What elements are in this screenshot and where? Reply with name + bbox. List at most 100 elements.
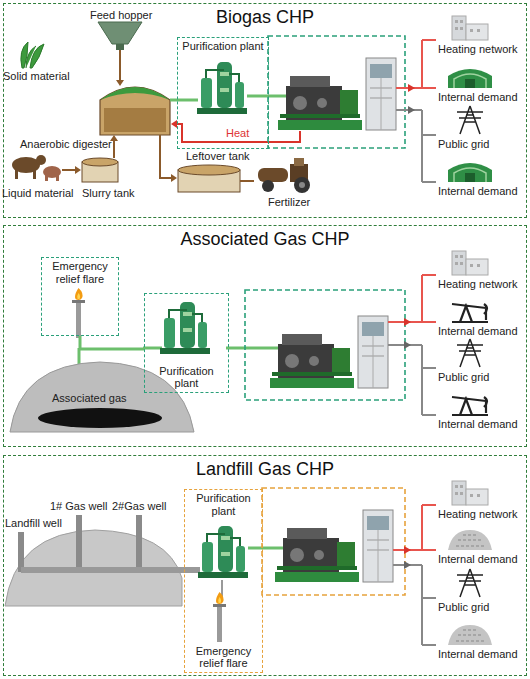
material-line <box>119 50 121 84</box>
pumpjack-icon <box>452 304 488 322</box>
box-label: Purification plant <box>180 40 266 53</box>
heat-output <box>388 275 436 322</box>
illustration-shape <box>404 341 411 349</box>
generator-box <box>262 488 405 595</box>
dashed-box: Purification plant <box>177 37 269 149</box>
part-label: Heating network <box>438 508 518 521</box>
illustration-shape <box>15 170 18 179</box>
slurry-tank <box>82 158 118 182</box>
purifier-icon <box>160 302 210 354</box>
illustration-shape <box>104 108 166 132</box>
part-label: Associated gas <box>52 392 127 405</box>
box-label: Purification plant <box>147 365 226 390</box>
illustration-shape <box>262 180 274 192</box>
illustration-shape <box>404 561 411 569</box>
part-label: Heating network <box>438 278 518 291</box>
heat-output <box>396 40 436 88</box>
part-label: Heating network <box>438 43 518 56</box>
illustration-shape <box>299 182 305 188</box>
illustration-shape <box>76 515 82 572</box>
anaerobic-digester <box>100 87 170 135</box>
panel-title: Associated Gas CHP <box>6 229 524 250</box>
gas-pipe-connector <box>80 336 144 349</box>
part-label: Internal demand <box>438 325 518 338</box>
box-label: Purification plant <box>187 492 260 517</box>
panel-title: Landfill Gas CHP <box>6 459 524 480</box>
generator-box <box>245 290 405 400</box>
building-icon <box>452 251 488 275</box>
pylon-icon <box>457 569 483 597</box>
leftover-tank <box>178 165 240 192</box>
illustration-shape <box>171 174 177 182</box>
part-label: Liquid material <box>2 187 74 200</box>
gas-pipe <box>248 547 286 550</box>
part-label: Internal demand <box>438 648 518 661</box>
part-label: Internal demand <box>438 418 518 431</box>
building-icon <box>452 481 488 505</box>
part-label: 1# Gas well <box>50 500 107 513</box>
illustration-shape <box>75 166 81 174</box>
illustration-shape <box>116 80 124 86</box>
illustration-shape <box>33 170 36 179</box>
greenhouse-icon <box>448 163 492 182</box>
landfill-icon <box>448 530 492 550</box>
illustration-shape <box>98 22 142 44</box>
part-label: Internal demand <box>438 91 518 104</box>
material-line <box>62 169 76 171</box>
illustration-shape <box>100 87 170 100</box>
dashed-box: Purification plant <box>144 293 229 393</box>
dashed-box: Emergency relief flare <box>41 257 119 336</box>
gas-pipe <box>226 347 278 350</box>
landfill-icon <box>448 625 492 645</box>
box-label: Emergency relief flare <box>187 645 260 670</box>
generator-box <box>268 36 405 148</box>
pylon-icon <box>457 106 483 134</box>
greenhouse-icon <box>448 69 492 88</box>
illustration-shape <box>100 87 170 135</box>
livestock-icon <box>12 155 61 181</box>
chp-unit <box>278 58 396 130</box>
tractor-icon <box>258 158 310 193</box>
dashed-box: Purification plantEmergency relief flare <box>184 489 263 673</box>
feed-hopper <box>98 22 142 50</box>
power-output <box>388 345 436 415</box>
illustration-shape <box>36 155 46 165</box>
part-label: Public grid <box>438 601 489 614</box>
material-line <box>113 140 115 158</box>
part-label: 2#Gas well <box>112 500 166 513</box>
part-label: Anaerobic digester <box>20 138 112 151</box>
illustration-shape <box>408 84 415 92</box>
illustration-shape <box>294 177 310 193</box>
box-label: Emergency relief flare <box>44 260 116 285</box>
landfill-mound <box>5 515 182 606</box>
illustration-shape <box>82 158 118 166</box>
illustration-shape <box>258 168 288 182</box>
building-icon <box>452 16 488 40</box>
power-output <box>396 110 436 182</box>
pumpjack-icon <box>452 397 488 415</box>
panel: Landfill Gas CHP Purification plantEmerge… <box>3 455 527 676</box>
flare-icon <box>72 288 85 338</box>
illustration-shape <box>56 175 59 181</box>
illustration-shape <box>116 44 124 50</box>
part-label: Heat <box>226 127 249 140</box>
purifier-icon <box>197 62 247 114</box>
gas-pipe <box>170 99 198 102</box>
part-label: Landfill well <box>5 517 62 530</box>
gas-pipe <box>21 567 200 573</box>
solid-material-icon <box>21 42 44 68</box>
illustration-shape <box>45 175 48 181</box>
part-label: Public grid <box>438 138 489 151</box>
part-label: Leftover tank <box>186 150 250 163</box>
illustration-shape <box>18 532 24 572</box>
part-label: Fertilizer <box>268 196 310 209</box>
part-label: Internal demand <box>438 553 518 566</box>
power-output <box>393 565 436 645</box>
heat-output <box>393 505 436 550</box>
chp-unit <box>275 510 393 582</box>
part-label: Internal demand <box>438 185 518 198</box>
material-line <box>240 180 254 182</box>
part-label: Solid material <box>3 70 70 83</box>
illustration-shape <box>404 318 411 326</box>
part-label: Slurry tank <box>82 187 135 200</box>
